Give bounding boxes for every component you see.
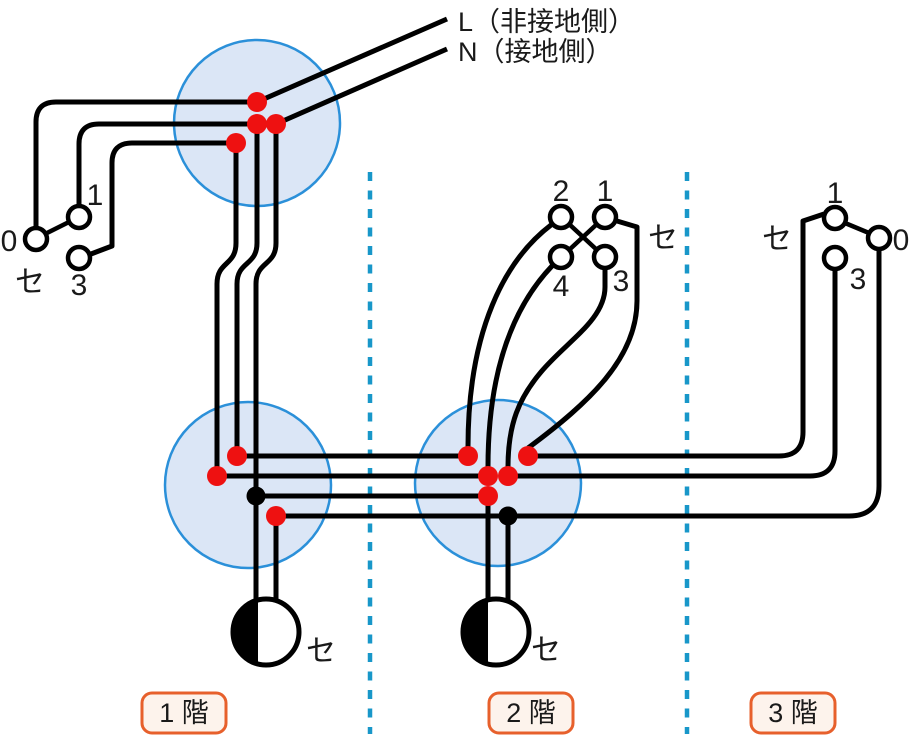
connector-live-to-sw1f [247, 92, 267, 112]
connector-traveler3-1f [207, 466, 227, 486]
wire-traveler1-riser [234, 124, 260, 456]
connector-neutral-top [266, 114, 286, 134]
wire-traveler-2f-3f-a [528, 211, 825, 459]
connector-sw2f-t3 [498, 466, 518, 486]
lamp-2f-name-label: セ [531, 634, 561, 667]
switch-2f-terminal-4 [547, 243, 575, 271]
switch-2f-terminal-1-label: 1 [597, 175, 614, 208]
wire-neutral-riser [253, 124, 279, 601]
switch-3f-terminal-0-label: 0 [893, 224, 910, 257]
switch-2f-terminal-3 [591, 243, 619, 271]
lamp-1f [230, 596, 302, 668]
switch-2f-terminal-2-label: 2 [553, 175, 570, 208]
switch-2f-terminal-4-label: 4 [553, 270, 570, 303]
switch-3f-terminal-0 [865, 224, 893, 252]
switch-3f-terminal-1-label: 1 [827, 177, 844, 210]
lamp-2f-black-segment [464, 601, 486, 663]
connector-sw2f-t1 [518, 446, 538, 466]
switch-1f-terminal-0-label: 0 [1, 225, 18, 258]
floor-label-2f-text: 2 階 [506, 698, 556, 728]
floor-label-3f-text: 3 階 [768, 698, 818, 728]
live-wire-label: L（非接地側） [458, 7, 635, 37]
floor-label-1f: 1 階 [140, 691, 228, 735]
wire-sw2f-t3-drop [505, 270, 608, 468]
switch-1f-terminal-3 [65, 244, 93, 272]
switch-3f-name-label: セ [762, 223, 792, 256]
connector-return-1f [266, 506, 286, 526]
connector-traveler1-1f [227, 446, 247, 466]
lamp-1f-outline [230, 596, 302, 668]
wire-sw1f-common [33, 99, 257, 226]
wire-switched-return [276, 251, 882, 519]
switch-1f-name-label: セ [15, 266, 45, 299]
switch-3f-terminal-3 [821, 244, 849, 272]
switch-3f-terminal-1 [821, 204, 849, 232]
lamp-1f-name-label: セ [306, 635, 336, 668]
connector-traveler1-top [247, 114, 267, 134]
switch-2f-cross-b [566, 221, 600, 253]
floor-label-2f-box [487, 691, 575, 735]
switch-2f-terminal-1 [591, 203, 619, 231]
wire-live-feed [255, 16, 449, 105]
lamp-2f-outline [460, 596, 532, 668]
switch-3f-blade [842, 220, 872, 236]
connector-sw2f-t4 [478, 466, 498, 486]
wire-sw1f-traveler1 [76, 121, 257, 204]
wire-sw2f-t4-drop [485, 264, 554, 468]
lamp-2f [460, 596, 532, 668]
floor-label-3f-box [749, 691, 837, 735]
switch-1f-terminal-3-label: 3 [71, 269, 88, 302]
neutral-wire-label: N（接地側） [458, 37, 613, 67]
switch-1f-terminal-1-label: 1 [87, 179, 104, 212]
wire-traveler-2f-3f-b [508, 271, 838, 479]
floor-label-1f-text: 1 階 [159, 698, 209, 728]
switch-1f-terminal-0 [22, 225, 50, 253]
floor-label-3f: 3 階 [749, 691, 837, 735]
wire-traveler3-riser [214, 143, 239, 476]
connector-neutral-2f [478, 486, 498, 506]
connector-sw2f-t2 [458, 446, 478, 466]
floor-label-2f: 2 階 [487, 691, 575, 735]
wire-neutral-feed [274, 46, 449, 127]
switch-1f-blade [44, 219, 72, 236]
switch-1f-terminal-1 [65, 203, 93, 231]
switch-3f-terminal-3-label: 3 [850, 263, 867, 296]
wire-sw2f-t1-drop [526, 218, 640, 451]
lamp-1f-black-segment [234, 601, 256, 663]
switch-2f-terminal-2 [547, 203, 575, 231]
junction-box-1f [163, 400, 333, 570]
floor-label-1f-box [140, 691, 228, 735]
wire-sw1f-traveler3 [90, 140, 236, 257]
switch-2f-terminal-3-label: 3 [613, 265, 630, 298]
connector-traveler3-top [226, 133, 246, 153]
connector-return-2f [498, 506, 518, 526]
switch-2f-name-label: セ [648, 222, 678, 255]
wire-sw2f-t2-drop [465, 223, 553, 448]
connector-neutral-1f [246, 486, 266, 506]
